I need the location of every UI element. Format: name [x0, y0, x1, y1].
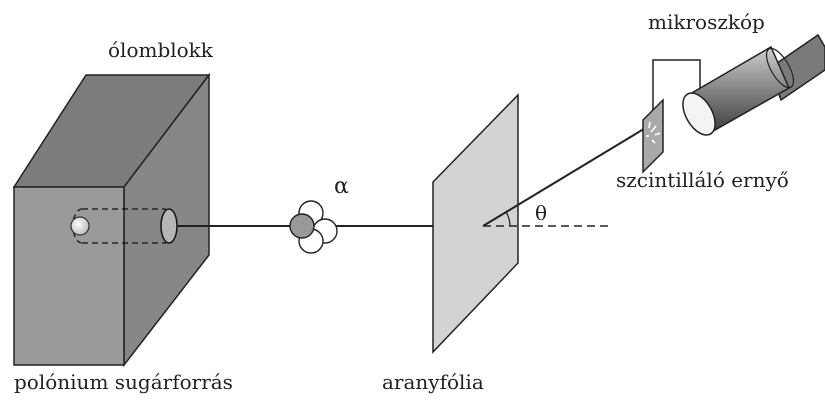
- scintillation-flash-icon: [646, 121, 661, 144]
- polonium-source-label: polónium sugárforrás: [14, 370, 233, 394]
- scintillation-screen-label: szcintilláló ernyő: [616, 168, 789, 192]
- gold-foil: [432, 93, 519, 354]
- polonium-source: [70, 216, 90, 236]
- theta-label: θ: [535, 201, 548, 225]
- channel-opening: [160, 208, 178, 244]
- microscope-objective: [682, 92, 716, 136]
- theta-angle-arc: [505, 211, 511, 227]
- microscope: [682, 33, 825, 136]
- lead-block-front: [13, 186, 125, 366]
- lead-block: [12, 72, 211, 368]
- scintillation-screen: [642, 98, 664, 174]
- microscope-label: mikroszkóp: [648, 10, 765, 34]
- screen-mount-bracket: [652, 59, 701, 110]
- alpha-particle: [289, 200, 338, 254]
- scattered-ray: [482, 123, 653, 227]
- gold-foil-label: aranyfólia: [382, 370, 484, 394]
- lead-block-label: ólomblokk: [108, 38, 213, 62]
- alpha-label: α: [334, 174, 349, 199]
